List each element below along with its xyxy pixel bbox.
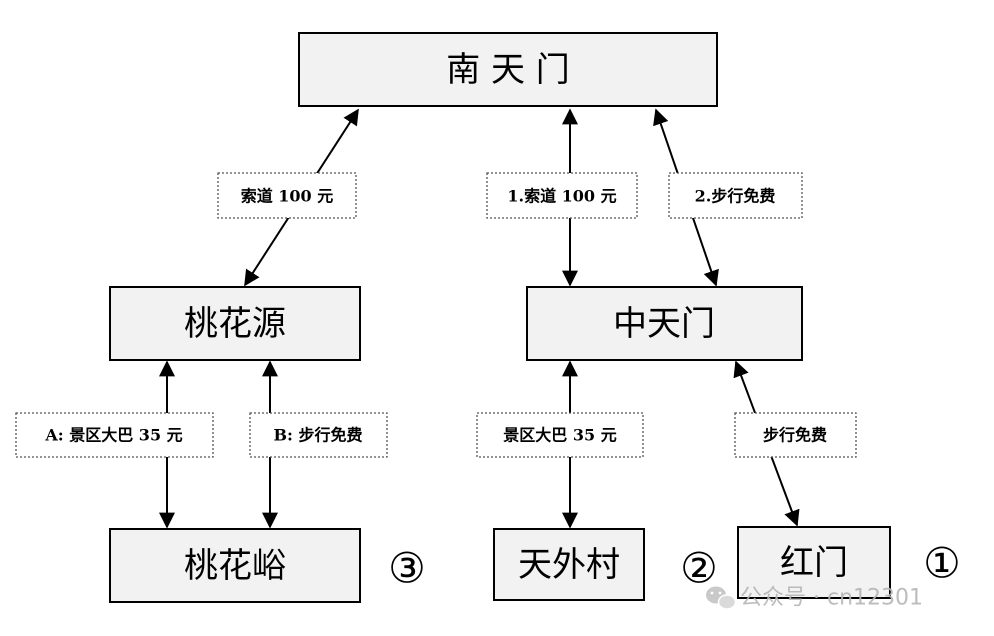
node-taohuayuan: 桃花源: [109, 286, 361, 361]
route-label-taohuayu-bus: A: 景区大巴 35 元: [15, 412, 214, 458]
node-label: 天外村: [518, 545, 620, 585]
route-label-tianwaicun: 景区大巴 35 元: [476, 412, 644, 458]
route-label-text: B: 步行免费: [273, 426, 362, 445]
route-label-taohuayuan-nantianmen: 索道 100 元: [217, 172, 357, 219]
node-tianwaicun: 天外村: [493, 528, 645, 601]
node-label: 红门: [780, 543, 848, 583]
route-label-hongmen: 步行免费: [734, 412, 857, 458]
node-nantianmen: 南 天 门: [298, 32, 718, 107]
route-label-text: 1.索道 100 元: [507, 187, 616, 206]
route-label-text: 步行免费: [763, 426, 827, 445]
route-label-text: 2.步行免费: [695, 187, 776, 206]
route-label-text: 索道 100 元: [241, 187, 334, 206]
route-label-text: A: 景区大巴 35 元: [44, 426, 182, 445]
route-marker-3: ③: [388, 544, 426, 593]
route-marker-2: ②: [680, 544, 718, 593]
route-label-taohuayu-walk: B: 步行免费: [249, 412, 388, 458]
route-label-zhongtianmen-cable: 1.索道 100 元: [486, 172, 638, 219]
node-label: 桃花源: [184, 304, 286, 344]
watermark: 公众号 · cn12301: [706, 586, 923, 611]
node-label: 桃花峪: [184, 546, 286, 586]
node-label: 中天门: [613, 304, 715, 344]
route-marker-1: ①: [923, 539, 961, 588]
node-label: 南 天 门: [446, 50, 570, 90]
node-taohuayu: 桃花峪: [109, 528, 361, 603]
route-label-zhongtianmen-walk: 2.步行免费: [668, 172, 803, 219]
wechat-icon: [706, 586, 737, 610]
node-hongmen: 红门: [737, 526, 891, 599]
route-label-text: 景区大巴 35 元: [503, 426, 616, 445]
watermark-text: 公众号 · cn12301: [740, 586, 923, 611]
node-zhongtianmen: 中天门: [526, 286, 803, 361]
